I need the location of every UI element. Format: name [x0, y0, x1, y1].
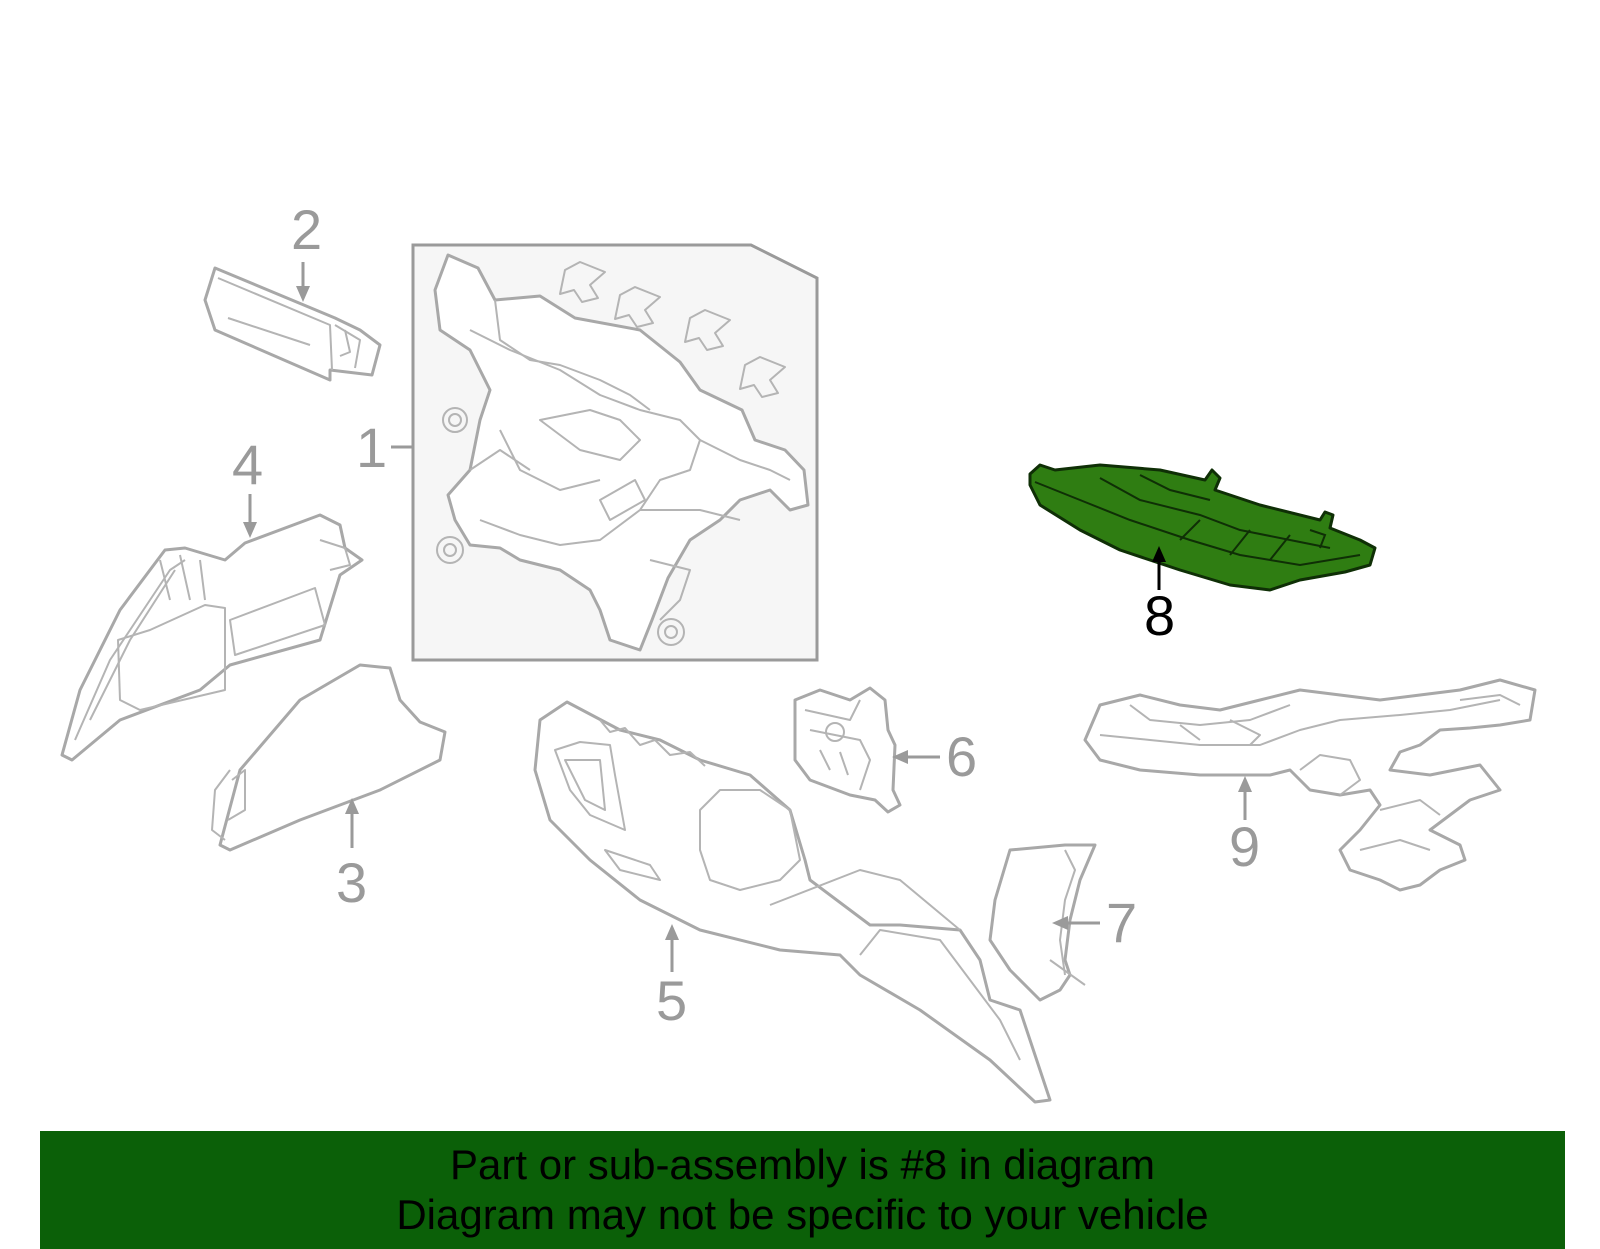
- part-5[interactable]: [533, 700, 1052, 1104]
- callout-1: 1: [356, 416, 387, 479]
- banner-line-1: Part or sub-assembly is #8 in diagram: [450, 1141, 1155, 1188]
- banner-line-2: Diagram may not be specific to your vehi…: [396, 1191, 1209, 1238]
- callout-6: 6: [946, 725, 977, 788]
- callout-5: 5: [656, 969, 687, 1032]
- part-4[interactable]: [60, 494, 364, 762]
- info-banner: Part or sub-assembly is #8 in diagram Di…: [40, 1131, 1565, 1249]
- part-6[interactable]: [793, 686, 940, 814]
- part-9[interactable]: [1083, 678, 1537, 892]
- callout-8: 8: [1144, 584, 1175, 647]
- part-2[interactable]: [203, 262, 382, 382]
- part-3[interactable]: [211, 663, 447, 852]
- callout-9: 9: [1229, 815, 1260, 878]
- part-8-highlighted[interactable]: [1028, 463, 1377, 592]
- callout-4: 4: [232, 433, 263, 496]
- part-7[interactable]: [988, 843, 1100, 1002]
- callout-3: 3: [336, 851, 367, 914]
- part-1-inset[interactable]: [391, 243, 819, 662]
- callout-7: 7: [1106, 891, 1137, 954]
- callout-2: 2: [291, 198, 322, 261]
